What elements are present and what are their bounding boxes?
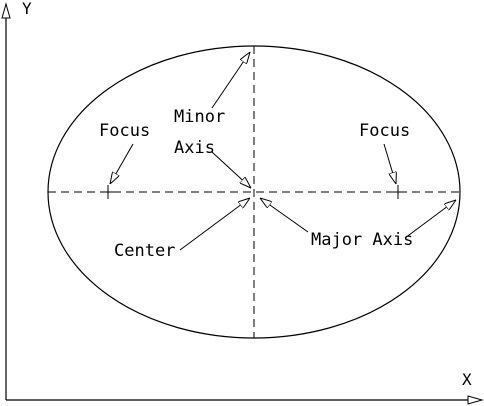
label-minor-axis-line1: Minor <box>174 107 225 127</box>
label-center: Center <box>114 241 175 261</box>
arrow-major-axis-center <box>260 198 309 233</box>
arrow-focus-left <box>110 143 134 184</box>
y-axis-arrowhead <box>1 2 11 19</box>
x-axis <box>6 395 484 405</box>
x-axis-label: X <box>462 370 472 389</box>
y-axis-label: Y <box>22 0 32 18</box>
arrow-major-axis-right <box>404 200 456 239</box>
label-focus-left: Focus <box>99 121 150 141</box>
arrow-focus-right <box>383 143 396 184</box>
arrow-minor-axis-top <box>211 52 250 109</box>
arrow-minor-axis-center <box>211 151 251 188</box>
focus-marker-right <box>391 185 405 199</box>
y-axis <box>1 2 11 400</box>
x-axis-arrowhead <box>467 395 484 405</box>
focus-marker-left <box>101 185 115 199</box>
label-focus-right: Focus <box>359 121 410 141</box>
arrow-center <box>179 198 250 251</box>
label-minor-axis-line2: Axis <box>174 138 215 158</box>
label-major-axis: Major Axis <box>311 230 413 250</box>
